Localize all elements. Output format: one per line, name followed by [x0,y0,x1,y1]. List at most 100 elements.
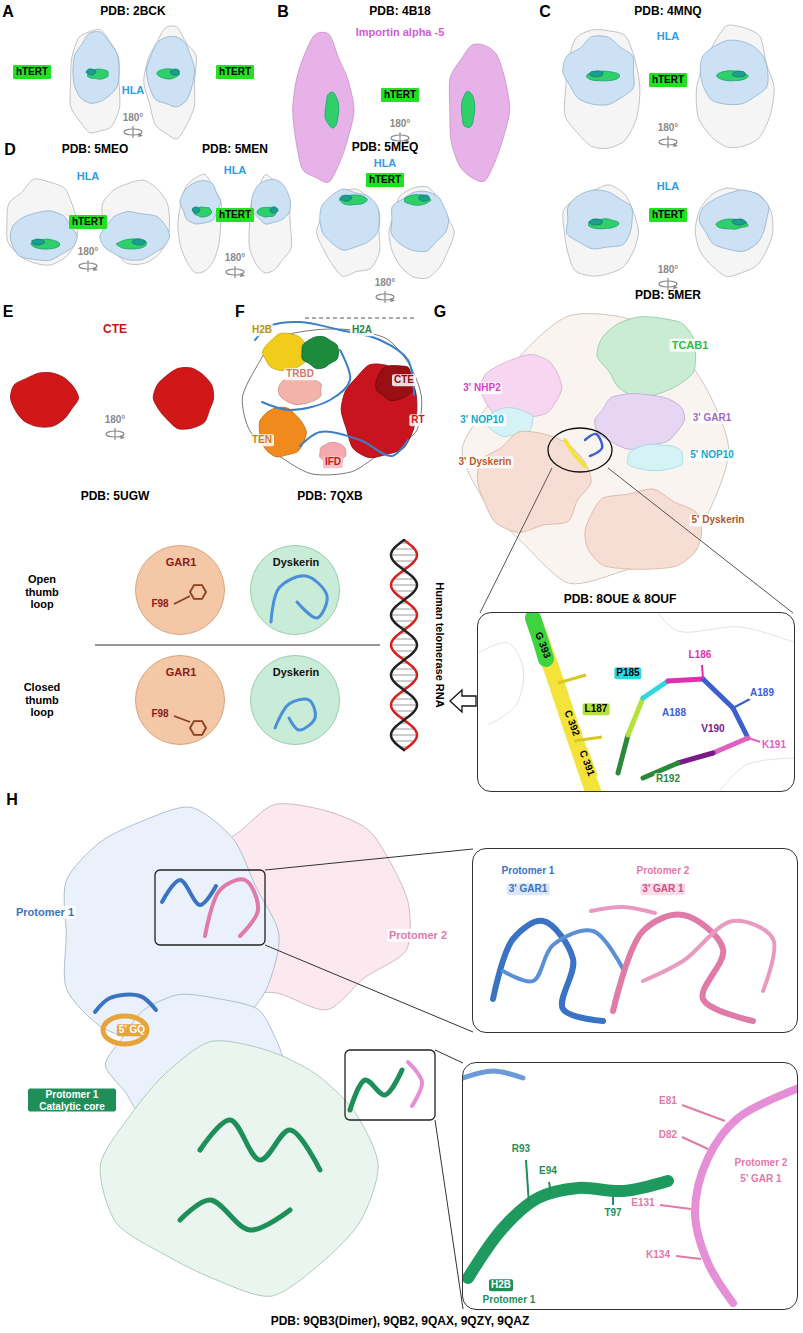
rotation-arrowhead [138,133,143,137]
base-pair [393,729,414,730]
peptide-patch [732,219,746,225]
side-chain [676,1256,701,1259]
ribbon [503,930,623,981]
pdb-id: PDB: 4MNQ [632,5,703,19]
base-pair [391,735,417,736]
htert-text: hTERT [652,74,684,86]
side-chain [549,1182,551,1193]
phenyl-ring [190,721,206,735]
surface-outline [658,613,795,643]
rna-strand [565,440,585,466]
rotation-arrowhead [673,143,678,147]
htert-tag: hTERT [69,215,107,229]
hla-surface [696,25,774,148]
protein-label: HLA [222,164,249,177]
htert-tag: hTERT [649,73,687,87]
rotation-axis [667,136,668,148]
hla-surface [73,32,119,104]
base-pair [393,579,414,580]
base-pair [393,651,414,652]
peptide-patch [325,92,339,128]
zoom-inset: Protomer 13' GAR1Protomer 23' GAR 1 [472,848,798,1033]
protein-label: 5' GQ [117,1024,147,1036]
peptide-patch [589,71,603,77]
structure-label: V190 [699,723,726,735]
panel-letter: F [233,303,247,321]
panel-letter: C [537,3,553,21]
structure-label: E94 [537,1165,559,1177]
structure-label: R192 [654,773,682,785]
loop-segment [733,708,748,738]
base-pair [393,561,414,562]
ribbon [643,921,774,991]
hla-surface [178,174,222,273]
zoom-box [345,1050,435,1120]
pdb-id: PDB: 5MER [633,289,703,303]
htert-tag: hTERT [366,173,404,187]
protein-label: TCAB1 [670,339,711,352]
tcab1-surface [597,317,696,398]
dyskerin-surface [478,431,592,532]
protein-label: TRBD [284,368,316,380]
structure-label: Protomer 2 [635,865,692,877]
structure-label: L187 [583,703,610,715]
hla-surface [249,175,292,273]
peptide-patch [157,69,180,79]
zoom-box [155,870,265,945]
state-label: Open thumb loop [15,573,69,611]
rotation-label: 180° [373,277,398,289]
rna-strand [300,432,408,457]
side-chain [682,1105,725,1121]
ribbon [180,1200,290,1230]
telomerase-outline [242,329,421,475]
rotation-label: 180° [121,112,146,124]
rotation-arrowhead [240,273,245,277]
protein-label: HLA [655,180,682,193]
rna-strand [255,322,414,395]
base-pair [393,591,414,592]
peptide-patch [192,207,200,213]
rotation-axis [132,126,133,138]
dashed-line [305,318,415,319]
rotation-axis [234,266,235,278]
protein-label: HLA [120,84,147,97]
htert-tag: hTERT [13,65,51,79]
htert-tag: hTERT [381,88,419,102]
hla-surface [144,26,197,139]
hla-surface [146,36,194,107]
rotation-symbol [124,126,143,138]
structure-label: A188 [660,707,688,719]
pdb-id: PDB: 8OUE & 8OUF [562,593,679,607]
peptide-patch [31,239,60,249]
side-chain [612,1196,614,1205]
zoom-line [435,1120,463,1309]
hollow-arrow [450,690,476,712]
protein-label: Protomer 1 Catalytic core [28,1089,116,1112]
peptide-patch [270,207,278,213]
side-chain [174,716,190,722]
surface-outline [718,758,795,792]
pdb-id: PDB: 5MEN [200,143,270,157]
nop10-surface [627,444,682,470]
loop-segment [713,738,748,753]
zoom-line [265,849,473,870]
cte-surface [10,373,78,428]
hla-surface [695,188,773,277]
peptide-patch [170,69,179,75]
pdb-id: PDB: 5MEQ [350,141,421,155]
zoom-ellipse [548,428,612,472]
structure-label: L186 [687,649,714,661]
panel-letter: D [2,141,18,159]
ribbon [613,915,753,1021]
g-quadruplex [103,1016,147,1044]
divider-line [95,644,380,645]
htert-text: hTERT [16,66,48,78]
rotation-axis [384,291,385,303]
base-pair [391,675,417,676]
htert-tag: hTERT [216,208,254,222]
protein-label: 3' NOP10 [458,414,506,426]
importin-surface [449,44,509,182]
surface-outline [478,643,524,725]
rotation-symbol [659,136,678,148]
htert-tag: hTERT [649,208,687,222]
